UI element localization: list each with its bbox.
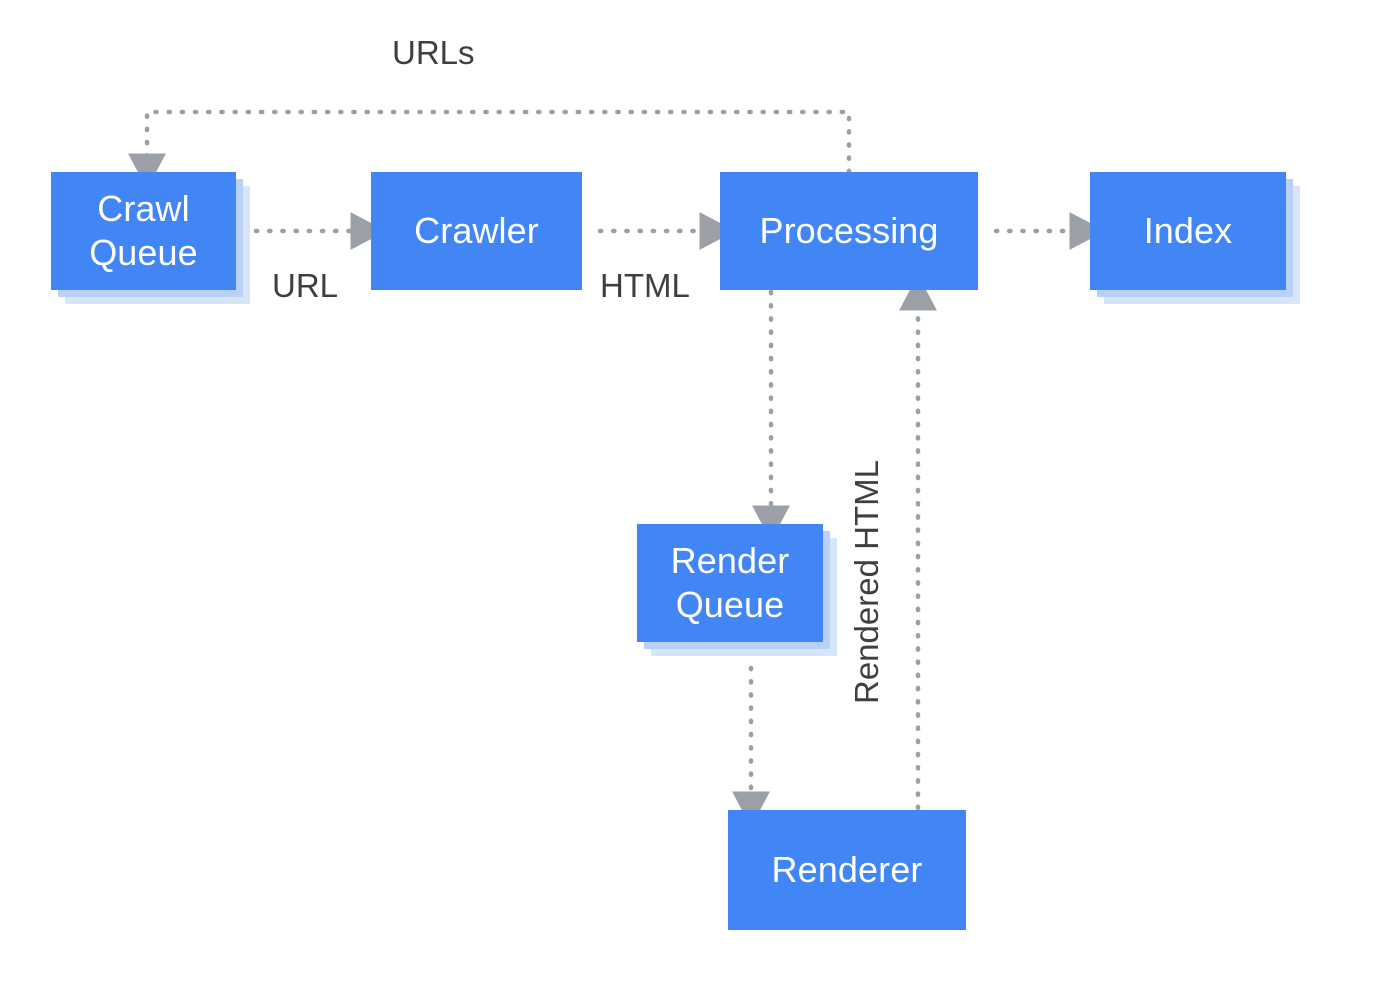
node-face: Render Queue	[637, 524, 823, 642]
node-face: Processing	[720, 172, 978, 290]
node-crawler[interactable]: Crawler	[371, 172, 582, 290]
edge-processing-to-crawl-queue	[128, 109, 852, 190]
node-label-processing: Processing	[759, 210, 939, 252]
node-index[interactable]: Index	[1090, 172, 1300, 304]
node-face: Crawl Queue	[51, 172, 236, 290]
edge-label-html: HTML	[600, 267, 690, 304]
node-render-queue[interactable]: Render Queue	[637, 524, 837, 656]
node-crawl-queue[interactable]: Crawl Queue	[51, 172, 250, 304]
node-label-renderer: Renderer	[771, 849, 923, 891]
node-face: Index	[1090, 172, 1286, 290]
node-label-crawler: Crawler	[414, 210, 539, 252]
node-processing[interactable]: Processing	[720, 172, 978, 290]
node-label-index: Index	[1143, 210, 1233, 252]
node-label-crawl-queue: Crawl Queue	[89, 188, 198, 273]
edge-label-url: URL	[272, 267, 339, 304]
node-face: Renderer	[728, 810, 966, 930]
edge-label-rendered-html: Rendered HTML	[848, 460, 885, 704]
node-renderer[interactable]: Renderer	[728, 810, 966, 930]
node-label-render-queue: Render Queue	[670, 540, 790, 625]
node-face: Crawler	[371, 172, 582, 290]
edge-label-urls: URLs	[392, 34, 475, 71]
